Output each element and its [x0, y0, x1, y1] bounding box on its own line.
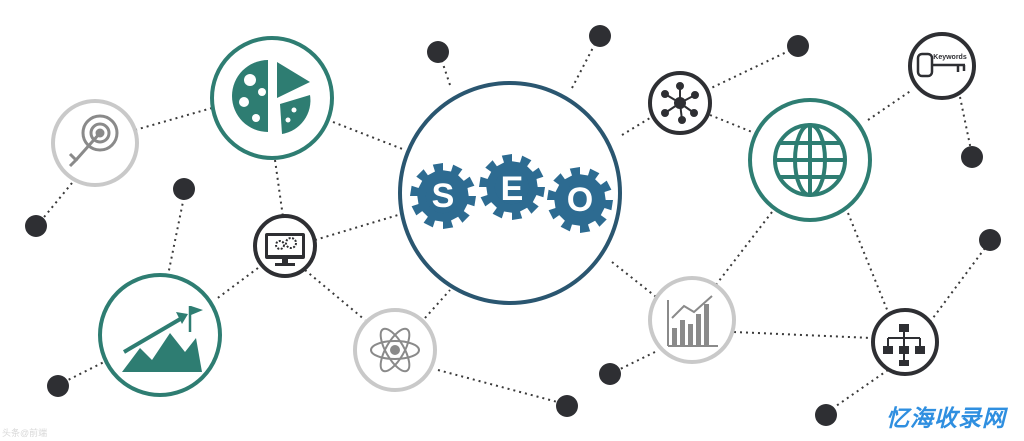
endpoint-dot — [979, 229, 1001, 251]
endpoint-dot — [427, 41, 449, 63]
monitor-node — [253, 214, 317, 278]
seo-letter-e: E — [501, 170, 524, 208]
sitemap-node — [871, 308, 939, 376]
endpoint-dots — [25, 25, 1001, 426]
corner-watermark: 头条@前端 — [2, 428, 48, 438]
endpoint-dot — [787, 35, 809, 57]
atom-icon — [370, 327, 420, 373]
seo-letter-s: S — [432, 177, 455, 215]
seo-letter-o: O — [567, 181, 593, 219]
globe-node — [748, 98, 872, 222]
endpoint-dot — [556, 395, 578, 417]
globe-icon — [773, 123, 847, 197]
growth-node — [98, 273, 222, 397]
target-node — [51, 99, 139, 187]
connector-lines — [39, 37, 989, 414]
monitor-gears-icon — [265, 233, 305, 266]
endpoint-dot — [173, 178, 195, 200]
pie-chart-icon — [232, 60, 311, 134]
network-nodes-icon — [661, 82, 699, 124]
watermark-logo: 忆海收录网 — [886, 406, 1006, 432]
gear-hub — [494, 169, 530, 205]
keywords-node: Keywords — [908, 32, 976, 100]
seo-gears — [410, 154, 613, 233]
seo-center-node: S E O — [398, 81, 622, 305]
key-icon — [916, 52, 966, 78]
endpoint-dot — [589, 25, 611, 47]
endpoint-dot — [815, 404, 837, 426]
pie-chart-node — [210, 36, 334, 160]
endpoint-dot — [599, 363, 621, 385]
keywords-tag: Keywords — [933, 54, 967, 61]
gear-hub — [425, 178, 461, 214]
bar-chart-icon — [667, 295, 718, 347]
bar-chart-node — [648, 276, 736, 364]
growth-mountain-icon — [122, 306, 203, 372]
endpoint-dot — [961, 146, 983, 168]
sitemap-icon — [883, 324, 925, 366]
endpoint-dot — [47, 375, 69, 397]
network-node — [648, 71, 712, 135]
atom-node — [353, 308, 437, 392]
target-icon — [68, 114, 119, 168]
gear-hub — [562, 182, 598, 218]
endpoint-dot — [25, 215, 47, 237]
